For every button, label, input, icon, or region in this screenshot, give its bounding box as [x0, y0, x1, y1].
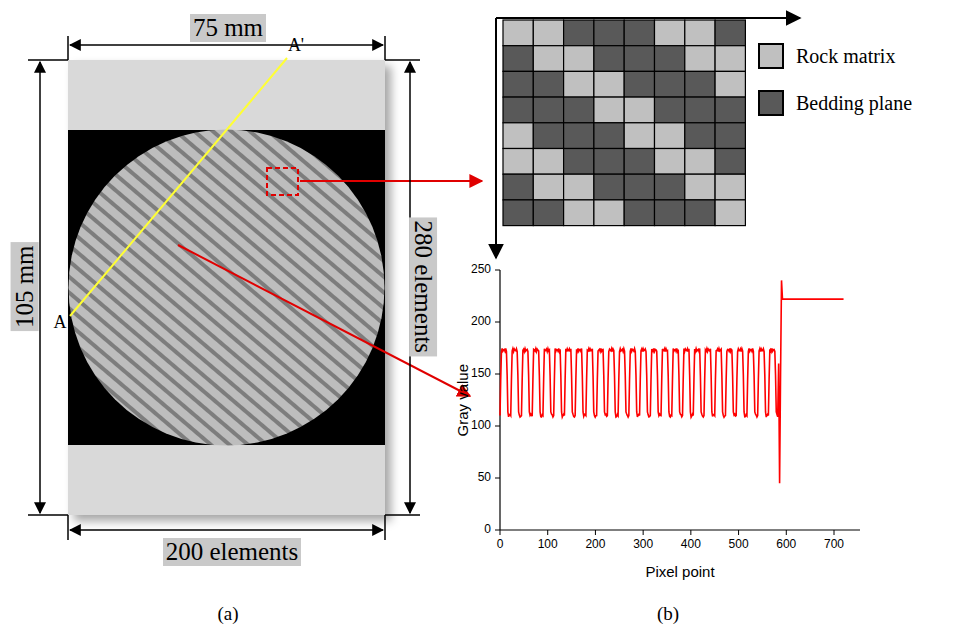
- tick-label: 200: [471, 315, 491, 328]
- tick-label: 50: [478, 471, 491, 484]
- tick-label: 300: [633, 538, 653, 551]
- axis-title: Gray value: [455, 364, 472, 437]
- pointer-arrow: [300, 180, 482, 182]
- dimension-label: 280 elements: [409, 218, 437, 357]
- element-grid: [503, 20, 745, 226]
- section-end-label: A: [54, 313, 67, 333]
- tick-label: 150: [471, 367, 491, 380]
- tick-label: 500: [729, 538, 749, 551]
- tick-label: 200: [585, 538, 605, 551]
- tick-label: 700: [824, 538, 844, 551]
- tick-label: 400: [681, 538, 701, 551]
- gray-profile-chart: [495, 270, 860, 535]
- zoom-box: [267, 168, 298, 195]
- specimen-model: [68, 60, 385, 515]
- dimension-lines: [28, 36, 420, 540]
- tick-label: 100: [471, 419, 491, 432]
- tick-label: 250: [471, 263, 491, 276]
- dimension-label: 105 mm: [10, 243, 38, 332]
- legend-swatch: [758, 90, 784, 116]
- section-end-label: A': [288, 36, 304, 56]
- tick-label: 100: [538, 538, 558, 551]
- axis-title: Pixel point: [645, 564, 714, 581]
- panel-label: (a): [217, 604, 238, 625]
- legend-text: Bedding plane: [796, 92, 912, 114]
- legend-text: Rock matrix: [796, 45, 895, 67]
- dimension-label: 200 elements: [163, 538, 302, 566]
- tick-label: 600: [776, 538, 796, 551]
- tick-label: 0: [484, 523, 491, 536]
- grid-axes: [496, 18, 800, 258]
- legend-swatch: [758, 43, 784, 69]
- dimension-label: 75 mm: [190, 14, 266, 42]
- tick-label: 0: [497, 538, 504, 551]
- section-line: [70, 58, 287, 316]
- panel-label: (b): [657, 604, 679, 625]
